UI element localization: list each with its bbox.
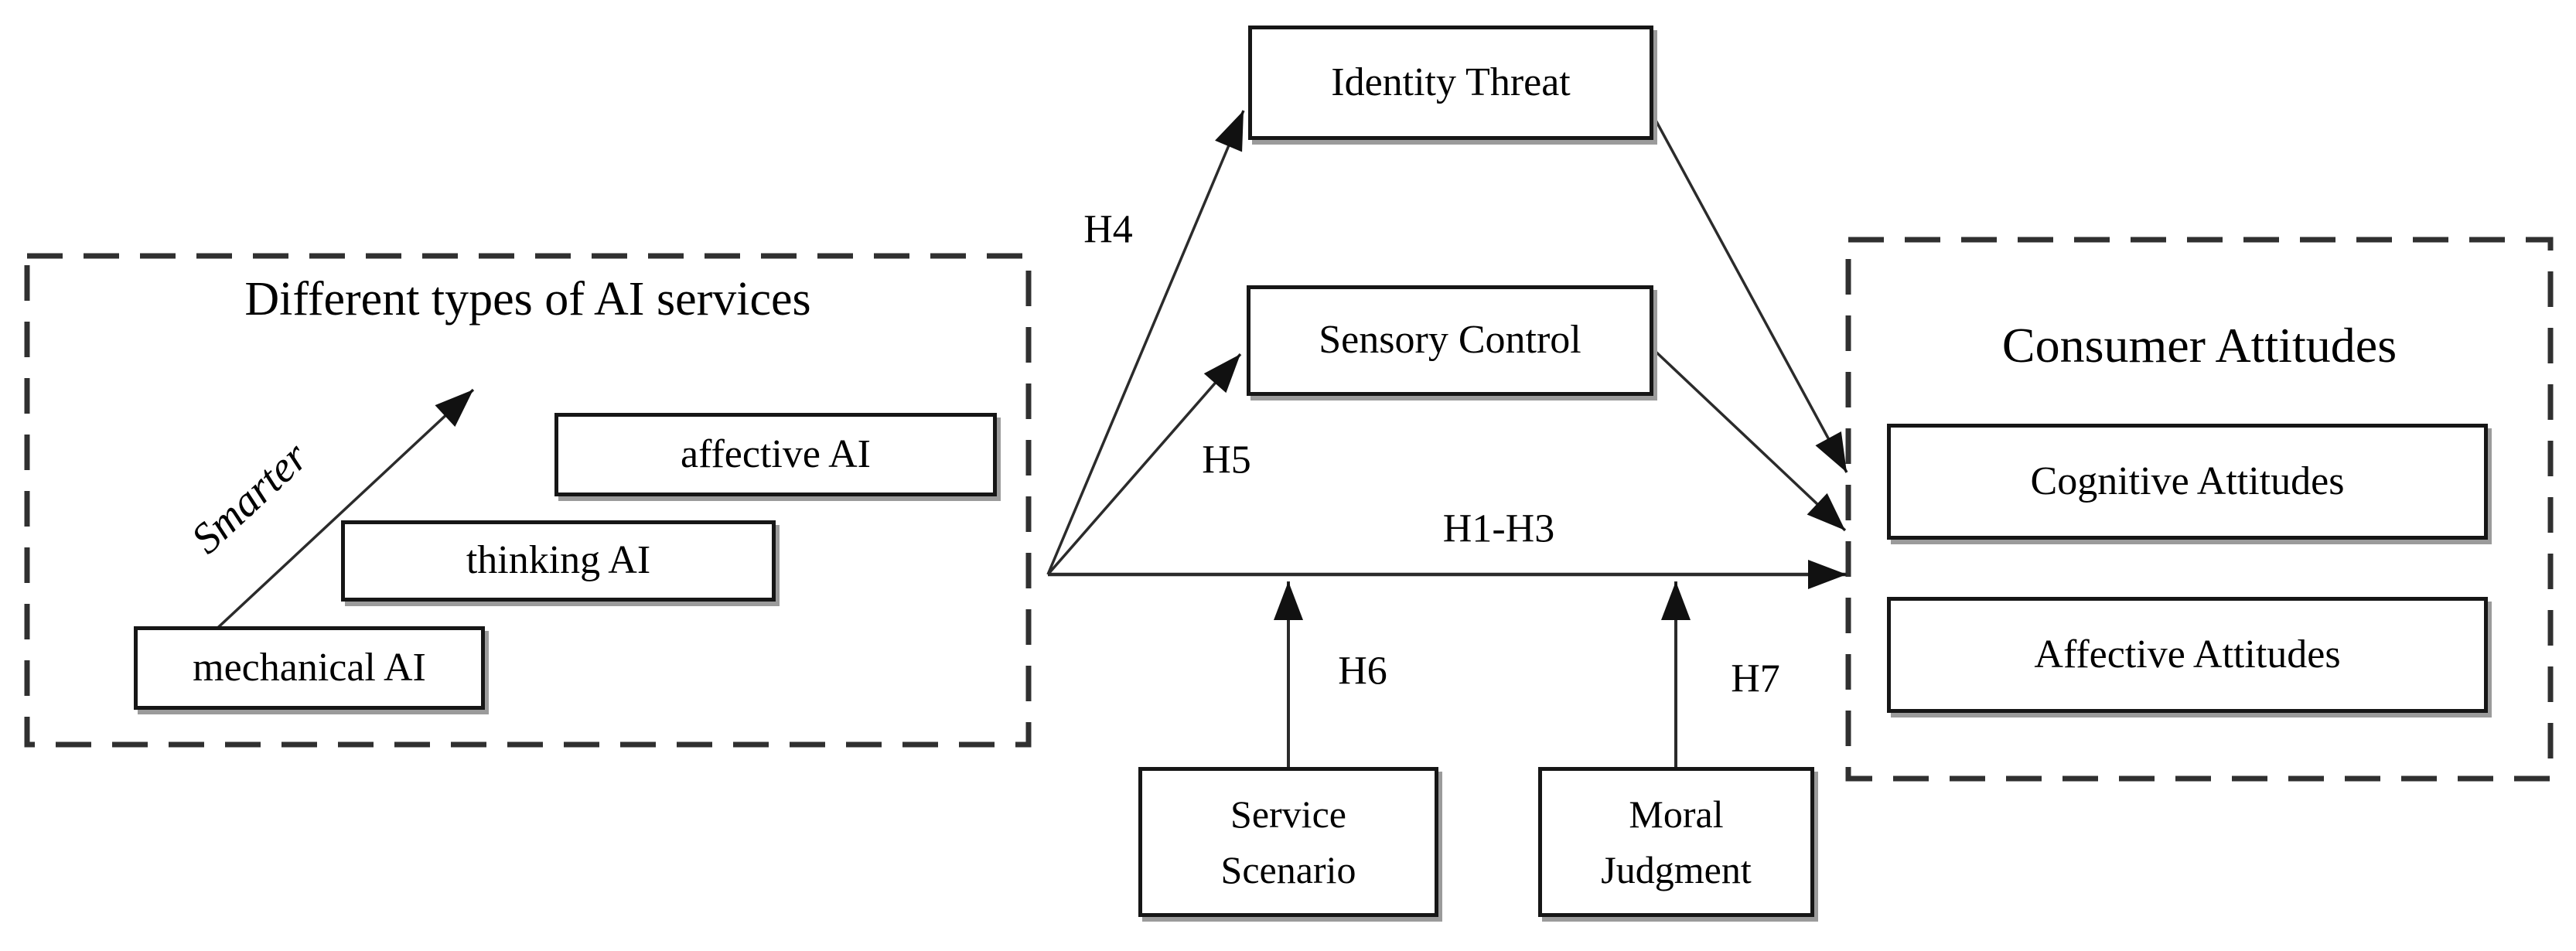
h5-arrow [1046, 353, 1242, 576]
affective-ai-label: affective AI [681, 431, 871, 476]
moral-judgment-line1: Moral [1629, 792, 1724, 836]
consumer-attitudes-group-border [1845, 237, 2554, 782]
consumer-attitudes-group-title: Consumer Attitudes [2001, 318, 2397, 373]
identity-threat-to-attitudes-arrow [1652, 115, 1848, 473]
sensory-control-box: Sensory Control [1247, 285, 1653, 396]
sensory-control-label: Sensory Control [1319, 318, 1581, 363]
affective-attitudes-label: Affective Attitudes [2034, 632, 2341, 677]
h7-label: H7 [1731, 656, 1780, 701]
mechanical-ai-label: mechanical AI [193, 645, 426, 690]
h6-label: H6 [1338, 649, 1387, 694]
affective-ai-box: affective AI [554, 413, 997, 496]
mechanical-ai-box: mechanical AI [134, 626, 485, 710]
moral-judgment-line2: Judgment [1601, 848, 1752, 891]
ai-services-group-border [24, 253, 1032, 748]
identity-threat-box: Identity Threat [1248, 26, 1653, 140]
service-scenario-line1: Service [1230, 792, 1346, 836]
service-scenario-box: Service Scenario [1138, 767, 1438, 917]
h1-h3-label: H1-H3 [1442, 506, 1555, 551]
service-scenario-label: Service Scenario [1221, 786, 1356, 898]
sensory-control-to-attitudes-arrow [1652, 348, 1847, 532]
cognitive-attitudes-box: Cognitive Attitudes [1887, 424, 2488, 540]
moral-judgment-box: Moral Judgment [1538, 767, 1814, 917]
h4-arrow [1046, 110, 1245, 575]
thinking-ai-box: thinking AI [341, 520, 776, 602]
moral-judgment-label: Moral Judgment [1601, 786, 1751, 898]
smarter-arrow [188, 388, 475, 656]
h4-label: H4 [1083, 207, 1133, 252]
affective-attitudes-box: Affective Attitudes [1887, 597, 2488, 713]
identity-threat-label: Identity Threat [1331, 60, 1571, 104]
cognitive-attitudes-label: Cognitive Attitudes [2030, 458, 2345, 503]
service-scenario-line2: Scenario [1220, 848, 1356, 891]
ai-services-group-title: Different types of AI services [244, 273, 811, 326]
h5-label: H5 [1202, 438, 1251, 482]
thinking-ai-label: thinking AI [466, 538, 651, 583]
